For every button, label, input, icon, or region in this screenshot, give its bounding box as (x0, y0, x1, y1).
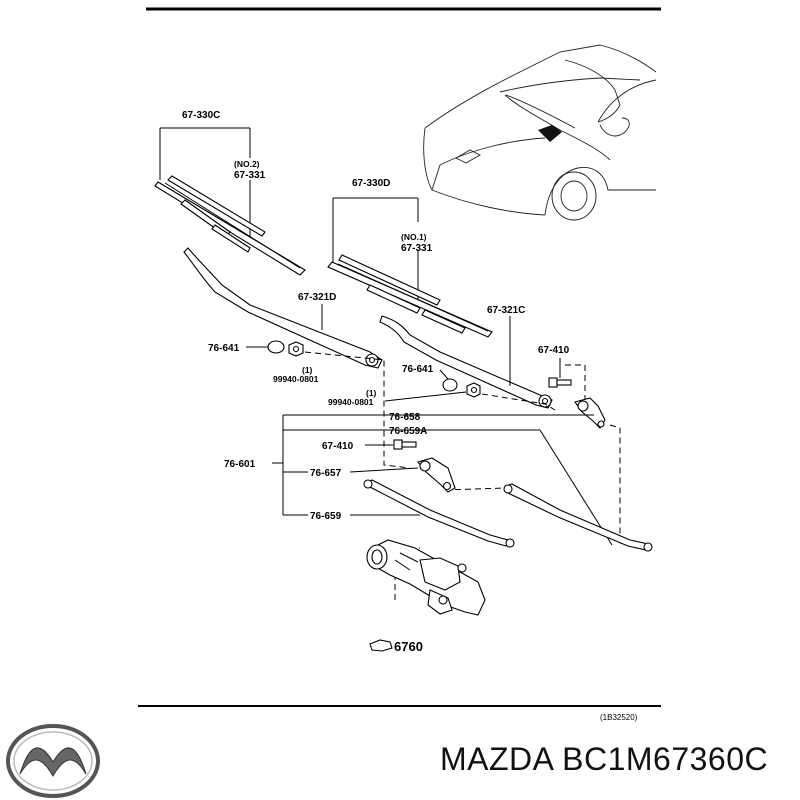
callout-76-601 (272, 414, 613, 546)
wiper-blade-no2 (154, 175, 306, 276)
label-76-641-a: 76-641 (208, 343, 240, 354)
label-6760: 6760 (394, 639, 423, 654)
label-76-658: 76-658 (389, 412, 421, 423)
label-1-b: (1) (366, 388, 377, 398)
label-no1: (NO.1) (401, 232, 427, 242)
dashed-guides (304, 351, 621, 600)
label-67-321d: 67-321D (298, 292, 336, 303)
label-67-331-b: 67-331 (401, 243, 433, 254)
label-99940-b: 99940-0801 (328, 397, 374, 407)
link-rod-76-659 (363, 479, 515, 548)
label-67-321c: 67-321C (487, 305, 525, 316)
label-67-410-a: 67-410 (538, 345, 570, 356)
label-76-659: 76-659 (310, 511, 342, 522)
reference-code: (1B32520) (600, 713, 638, 722)
label-1-a: (1) (302, 365, 313, 375)
label-67-331-a: 67-331 (234, 170, 266, 181)
label-67-330d: 67-330D (352, 178, 390, 189)
label-76-659a: 76-659A (389, 426, 427, 437)
bolt-67-410-left (365, 439, 417, 450)
car-illustration (423, 44, 657, 221)
wiper-blade-no1 (327, 254, 493, 338)
callout-67-330d (332, 197, 419, 302)
label-76-641-b: 76-641 (402, 364, 434, 375)
part-number-title: MAZDA BC1M67360C (440, 741, 769, 777)
label-67-330c: 67-330C (182, 110, 220, 121)
hand-pointer-icon (369, 639, 393, 652)
label-no2: (NO.2) (234, 159, 260, 169)
cap-76-641-right (439, 369, 458, 392)
cap-76-641-left (246, 340, 285, 354)
label-67-410-b: 67-410 (322, 441, 354, 452)
label-76-657: 76-657 (310, 468, 342, 479)
nut-99940-0801-right (384, 382, 481, 402)
nut-99940-0801-left (288, 341, 304, 357)
label-99940-a: 99940-0801 (273, 374, 319, 384)
wiper-arm-67-321d (183, 247, 383, 369)
link-rod-76-659a (503, 483, 653, 552)
wiper-motor (366, 539, 486, 616)
wiper-arm-67-321c (379, 315, 553, 409)
pivot-76-658 (574, 397, 606, 429)
bolt-67-410-right (548, 358, 572, 388)
mazda-logo (6, 724, 100, 798)
label-76-601: 76-601 (224, 459, 256, 470)
pivot-76-657 (417, 457, 456, 493)
